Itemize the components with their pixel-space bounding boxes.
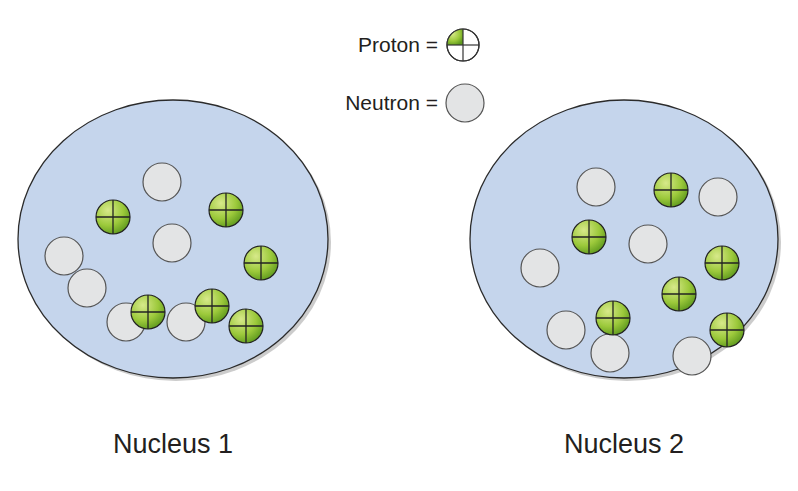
nucleus-label: Nucleus 1 (17, 429, 329, 460)
nucleus-outline (469, 99, 785, 385)
neutron (699, 178, 737, 216)
neutron (143, 163, 181, 201)
legend-text: Proton = (358, 33, 438, 57)
legend-text: Neutron = (345, 91, 438, 115)
nucleus-outline (17, 99, 335, 385)
proton (229, 309, 263, 343)
proton (596, 301, 630, 335)
proton (710, 313, 744, 347)
proton (572, 220, 606, 254)
neutron (673, 337, 711, 375)
proton (244, 246, 278, 280)
neutron (68, 269, 106, 307)
neutron (577, 168, 615, 206)
proton (662, 277, 696, 311)
neutron (521, 249, 559, 287)
neutron-symbol (446, 84, 484, 122)
proton (654, 173, 688, 207)
proton (209, 193, 243, 227)
neutron (153, 224, 191, 262)
proton (131, 295, 165, 329)
proton (705, 246, 739, 280)
neutron (547, 311, 585, 349)
nucleus-label: Nucleus 2 (469, 429, 779, 460)
neutron (591, 334, 629, 372)
proton (195, 289, 229, 323)
nucleus: Nucleus 1 (17, 99, 329, 469)
nucleus: Nucleus 2 (469, 99, 779, 469)
neutron (45, 237, 83, 275)
proton-symbol (447, 29, 479, 61)
neutron (629, 225, 667, 263)
proton (96, 200, 130, 234)
